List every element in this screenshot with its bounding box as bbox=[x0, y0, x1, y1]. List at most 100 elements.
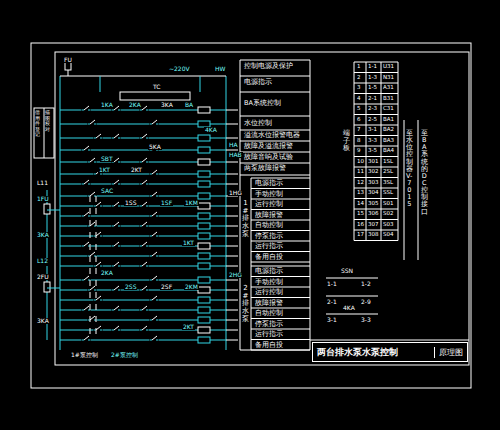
coil-symbol bbox=[88, 161, 96, 163]
coil-symbol bbox=[198, 159, 210, 165]
coil-symbol bbox=[198, 317, 210, 323]
schematic-label: 306 bbox=[367, 211, 380, 217]
coil-symbol bbox=[120, 92, 190, 100]
coil-symbol bbox=[198, 181, 210, 187]
wire bbox=[226, 184, 238, 185]
wire bbox=[354, 83, 398, 84]
drawing-title: 两台排水泵水泵控制 bbox=[313, 346, 402, 359]
schematic-label: 2-3 bbox=[367, 106, 378, 112]
coil-symbol bbox=[198, 203, 210, 209]
schematic-label: N31 bbox=[382, 75, 395, 81]
wire bbox=[94, 300, 96, 301]
coil-symbol bbox=[150, 235, 158, 237]
wire bbox=[84, 106, 89, 110]
wire bbox=[96, 202, 101, 206]
wire bbox=[118, 290, 120, 291]
schematic-label: 2-9 bbox=[360, 299, 372, 305]
wire bbox=[96, 326, 101, 330]
coil-symbol bbox=[94, 173, 102, 175]
wire bbox=[100, 300, 102, 301]
wire bbox=[112, 138, 114, 139]
coil-symbol bbox=[140, 137, 148, 139]
coil-symbol bbox=[88, 255, 96, 257]
wire bbox=[90, 244, 91, 250]
wire bbox=[146, 246, 148, 247]
wire bbox=[354, 146, 398, 147]
coil-symbol bbox=[112, 183, 120, 185]
wire bbox=[398, 62, 399, 241]
wire bbox=[140, 290, 142, 291]
wire bbox=[96, 208, 97, 214]
schematic-label: 2FU bbox=[36, 274, 50, 280]
schematic-label: 1SL bbox=[382, 159, 394, 165]
coil-symbol bbox=[82, 183, 90, 185]
wire bbox=[156, 174, 158, 175]
schematic-label: 电源指示 bbox=[254, 268, 284, 275]
schematic-label: BA1 bbox=[382, 117, 395, 123]
wire bbox=[354, 72, 398, 73]
schematic-label: 6 bbox=[356, 117, 362, 123]
vertical-note: 借用件登记 bbox=[35, 110, 40, 138]
coil-symbol bbox=[94, 205, 102, 207]
wire bbox=[156, 196, 158, 197]
wire bbox=[140, 110, 142, 111]
schematic-label: 13 bbox=[356, 190, 365, 196]
coil-symbol bbox=[82, 215, 90, 217]
wire bbox=[354, 209, 398, 210]
wire bbox=[140, 226, 142, 227]
schematic-label: 2KT bbox=[182, 324, 195, 330]
schematic-label: 运行指示 bbox=[254, 331, 284, 338]
vertical-note: 至BA系统的DC控制接口 bbox=[421, 130, 428, 216]
coil-symbol bbox=[140, 109, 148, 111]
coil-symbol bbox=[150, 299, 158, 301]
schematic-label: HA bbox=[228, 142, 239, 148]
wire bbox=[140, 330, 142, 331]
coil-symbol bbox=[198, 147, 210, 153]
wire bbox=[146, 162, 148, 163]
wire bbox=[240, 60, 241, 350]
schematic-label: 1-3 bbox=[367, 75, 378, 81]
wire bbox=[354, 62, 398, 63]
wire bbox=[226, 246, 238, 247]
wire bbox=[354, 125, 398, 126]
schematic-label: 3KA bbox=[36, 318, 50, 324]
schematic-label: 电源指示 bbox=[254, 180, 284, 187]
coil-symbol bbox=[112, 245, 120, 247]
schematic-label: 1-5 bbox=[367, 85, 378, 91]
wire bbox=[90, 304, 91, 310]
wire bbox=[90, 280, 91, 286]
wire bbox=[94, 162, 96, 163]
wire bbox=[152, 336, 157, 340]
schematic-label: 1-2 bbox=[360, 281, 372, 287]
wire bbox=[112, 310, 114, 311]
schematic-label: 304 bbox=[367, 190, 380, 196]
schematic-label: 运行指示 bbox=[254, 243, 284, 250]
schematic-label: 303 bbox=[367, 180, 380, 186]
schematic-label: B31 bbox=[382, 96, 395, 102]
wire bbox=[82, 150, 84, 151]
wire bbox=[226, 310, 238, 311]
wire bbox=[152, 252, 157, 256]
wire bbox=[112, 226, 114, 227]
coil-symbol bbox=[140, 205, 148, 207]
wire bbox=[96, 304, 97, 310]
wire bbox=[156, 216, 158, 217]
wire bbox=[100, 236, 102, 237]
wire bbox=[88, 184, 90, 185]
wire bbox=[94, 266, 96, 267]
schematic-label: BA2 bbox=[382, 127, 395, 133]
schematic-label: 运行控制 bbox=[254, 201, 284, 208]
coil-symbol bbox=[94, 265, 102, 267]
schematic-label: L12 bbox=[36, 258, 49, 264]
schematic-label: 水位控制 bbox=[243, 120, 273, 127]
coil-symbol bbox=[140, 161, 148, 163]
wire bbox=[114, 242, 119, 246]
wire bbox=[226, 162, 238, 163]
wire bbox=[152, 192, 157, 196]
wire bbox=[90, 232, 91, 238]
coil-symbol bbox=[150, 279, 158, 281]
wire bbox=[146, 290, 148, 291]
wire bbox=[146, 138, 148, 139]
wire bbox=[251, 178, 252, 350]
wire bbox=[114, 202, 119, 206]
